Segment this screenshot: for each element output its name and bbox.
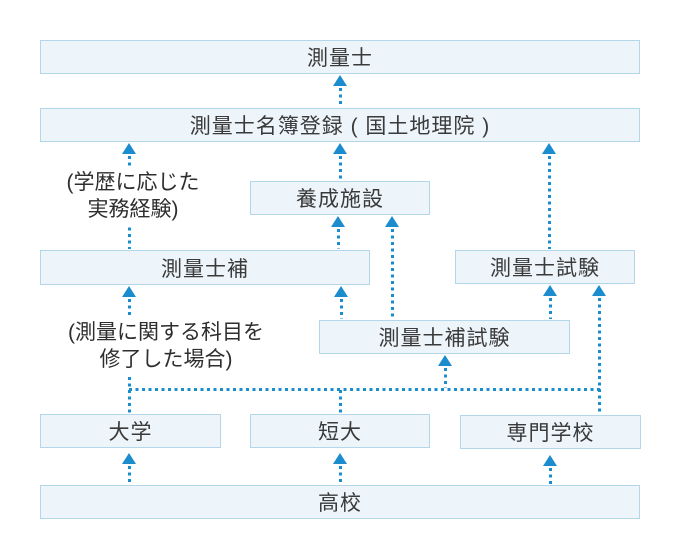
node-high-school: 高校 bbox=[40, 485, 640, 519]
node-label-registry: 測量士名簿登録 ( 国土地理院 ) bbox=[189, 115, 491, 138]
schools-horizontal-connector bbox=[129, 387, 600, 391]
arrow-line-high-school-to-vocational bbox=[548, 468, 552, 484]
arrow-line-junior-college-to-connector bbox=[338, 390, 342, 413]
node-vocational-school: 専門学校 bbox=[460, 415, 641, 449]
annotation-line: 修了した場合) bbox=[99, 348, 233, 371]
node-label-surveyor: 測量士 bbox=[307, 47, 373, 70]
node-training-facility: 養成施設 bbox=[250, 181, 430, 215]
node-label-junior-college: 短大 bbox=[318, 421, 362, 444]
arrow-line-assistant-exam-to-training bbox=[390, 229, 394, 319]
arrow-head-connector-to-assistant-exam bbox=[438, 355, 452, 366]
arrow-head-assistant-to-registry bbox=[122, 143, 136, 154]
node-label-surveyor-exam: 測量士試験 bbox=[490, 257, 600, 280]
arrow-line-training-to-registry bbox=[338, 156, 342, 180]
arrow-line-assistant-to-training bbox=[336, 229, 340, 249]
arrow-head-training-to-registry bbox=[333, 143, 347, 154]
node-label-vocational-school: 専門学校 bbox=[506, 422, 595, 445]
node-surveyor: 測量士 bbox=[40, 40, 640, 74]
node-assistant-exam: 測量士補試験 bbox=[319, 320, 570, 354]
arrow-line-high-school-to-junior-college bbox=[338, 466, 342, 484]
arrow-line-assistant-exam-to-surveyor-exam bbox=[548, 298, 552, 319]
arrow-head-high-school-to-university bbox=[122, 453, 136, 464]
annotation-line: (学歴に応じた bbox=[66, 171, 200, 194]
arrow-line-vocational-to-surveyor-exam bbox=[597, 298, 601, 414]
node-registry: 測量士名簿登録 ( 国土地理院 ) bbox=[40, 108, 640, 142]
node-surveyor-exam: 測量士試験 bbox=[455, 250, 635, 284]
annotation-line: 実務経験) bbox=[87, 198, 179, 221]
arrow-head-assistant-exam-to-training bbox=[385, 216, 399, 227]
arrow-head-assistant-to-training bbox=[331, 216, 345, 227]
arrow-line-surveyor-exam-to-registry bbox=[547, 156, 551, 249]
annotation-practical-experience-note: (学歴に応じた実務経験) bbox=[38, 168, 228, 224]
arrow-head-assistant-exam-to-assistant bbox=[334, 286, 348, 297]
arrow-head-high-school-to-junior-college bbox=[333, 453, 347, 464]
arrow-head-surveyor-exam-to-registry bbox=[542, 143, 556, 154]
node-assistant-surveyor: 測量士補 bbox=[40, 250, 370, 285]
annotation-completed-subjects-note: (測量に関する科目を修了した場合) bbox=[56, 318, 276, 374]
node-label-assistant-surveyor: 測量士補 bbox=[161, 257, 249, 281]
arrow-head-high-school-to-vocational bbox=[543, 455, 557, 466]
arrow-line-connector-to-assistant-exam bbox=[443, 368, 447, 388]
arrow-head-registry-to-surveyor bbox=[333, 75, 347, 86]
node-university: 大学 bbox=[40, 414, 221, 448]
arrow-line-assistant-exam-to-assistant bbox=[339, 299, 343, 319]
arrow-head-vocational-to-surveyor-exam bbox=[592, 285, 606, 296]
arrow-line-registry-to-surveyor bbox=[338, 88, 342, 107]
node-label-assistant-exam: 測量士補試験 bbox=[378, 327, 511, 350]
node-label-university: 大学 bbox=[108, 421, 153, 444]
arrow-head-university-to-assistant bbox=[122, 286, 136, 297]
arrow-line-high-school-to-university bbox=[127, 466, 131, 484]
node-junior-college: 短大 bbox=[250, 414, 430, 448]
annotation-line: (測量に関する科目を bbox=[68, 321, 264, 344]
node-label-training-facility: 養成施設 bbox=[296, 188, 384, 211]
arrow-head-assistant-exam-to-surveyor-exam bbox=[543, 285, 557, 296]
node-label-high-school: 高校 bbox=[318, 492, 362, 515]
